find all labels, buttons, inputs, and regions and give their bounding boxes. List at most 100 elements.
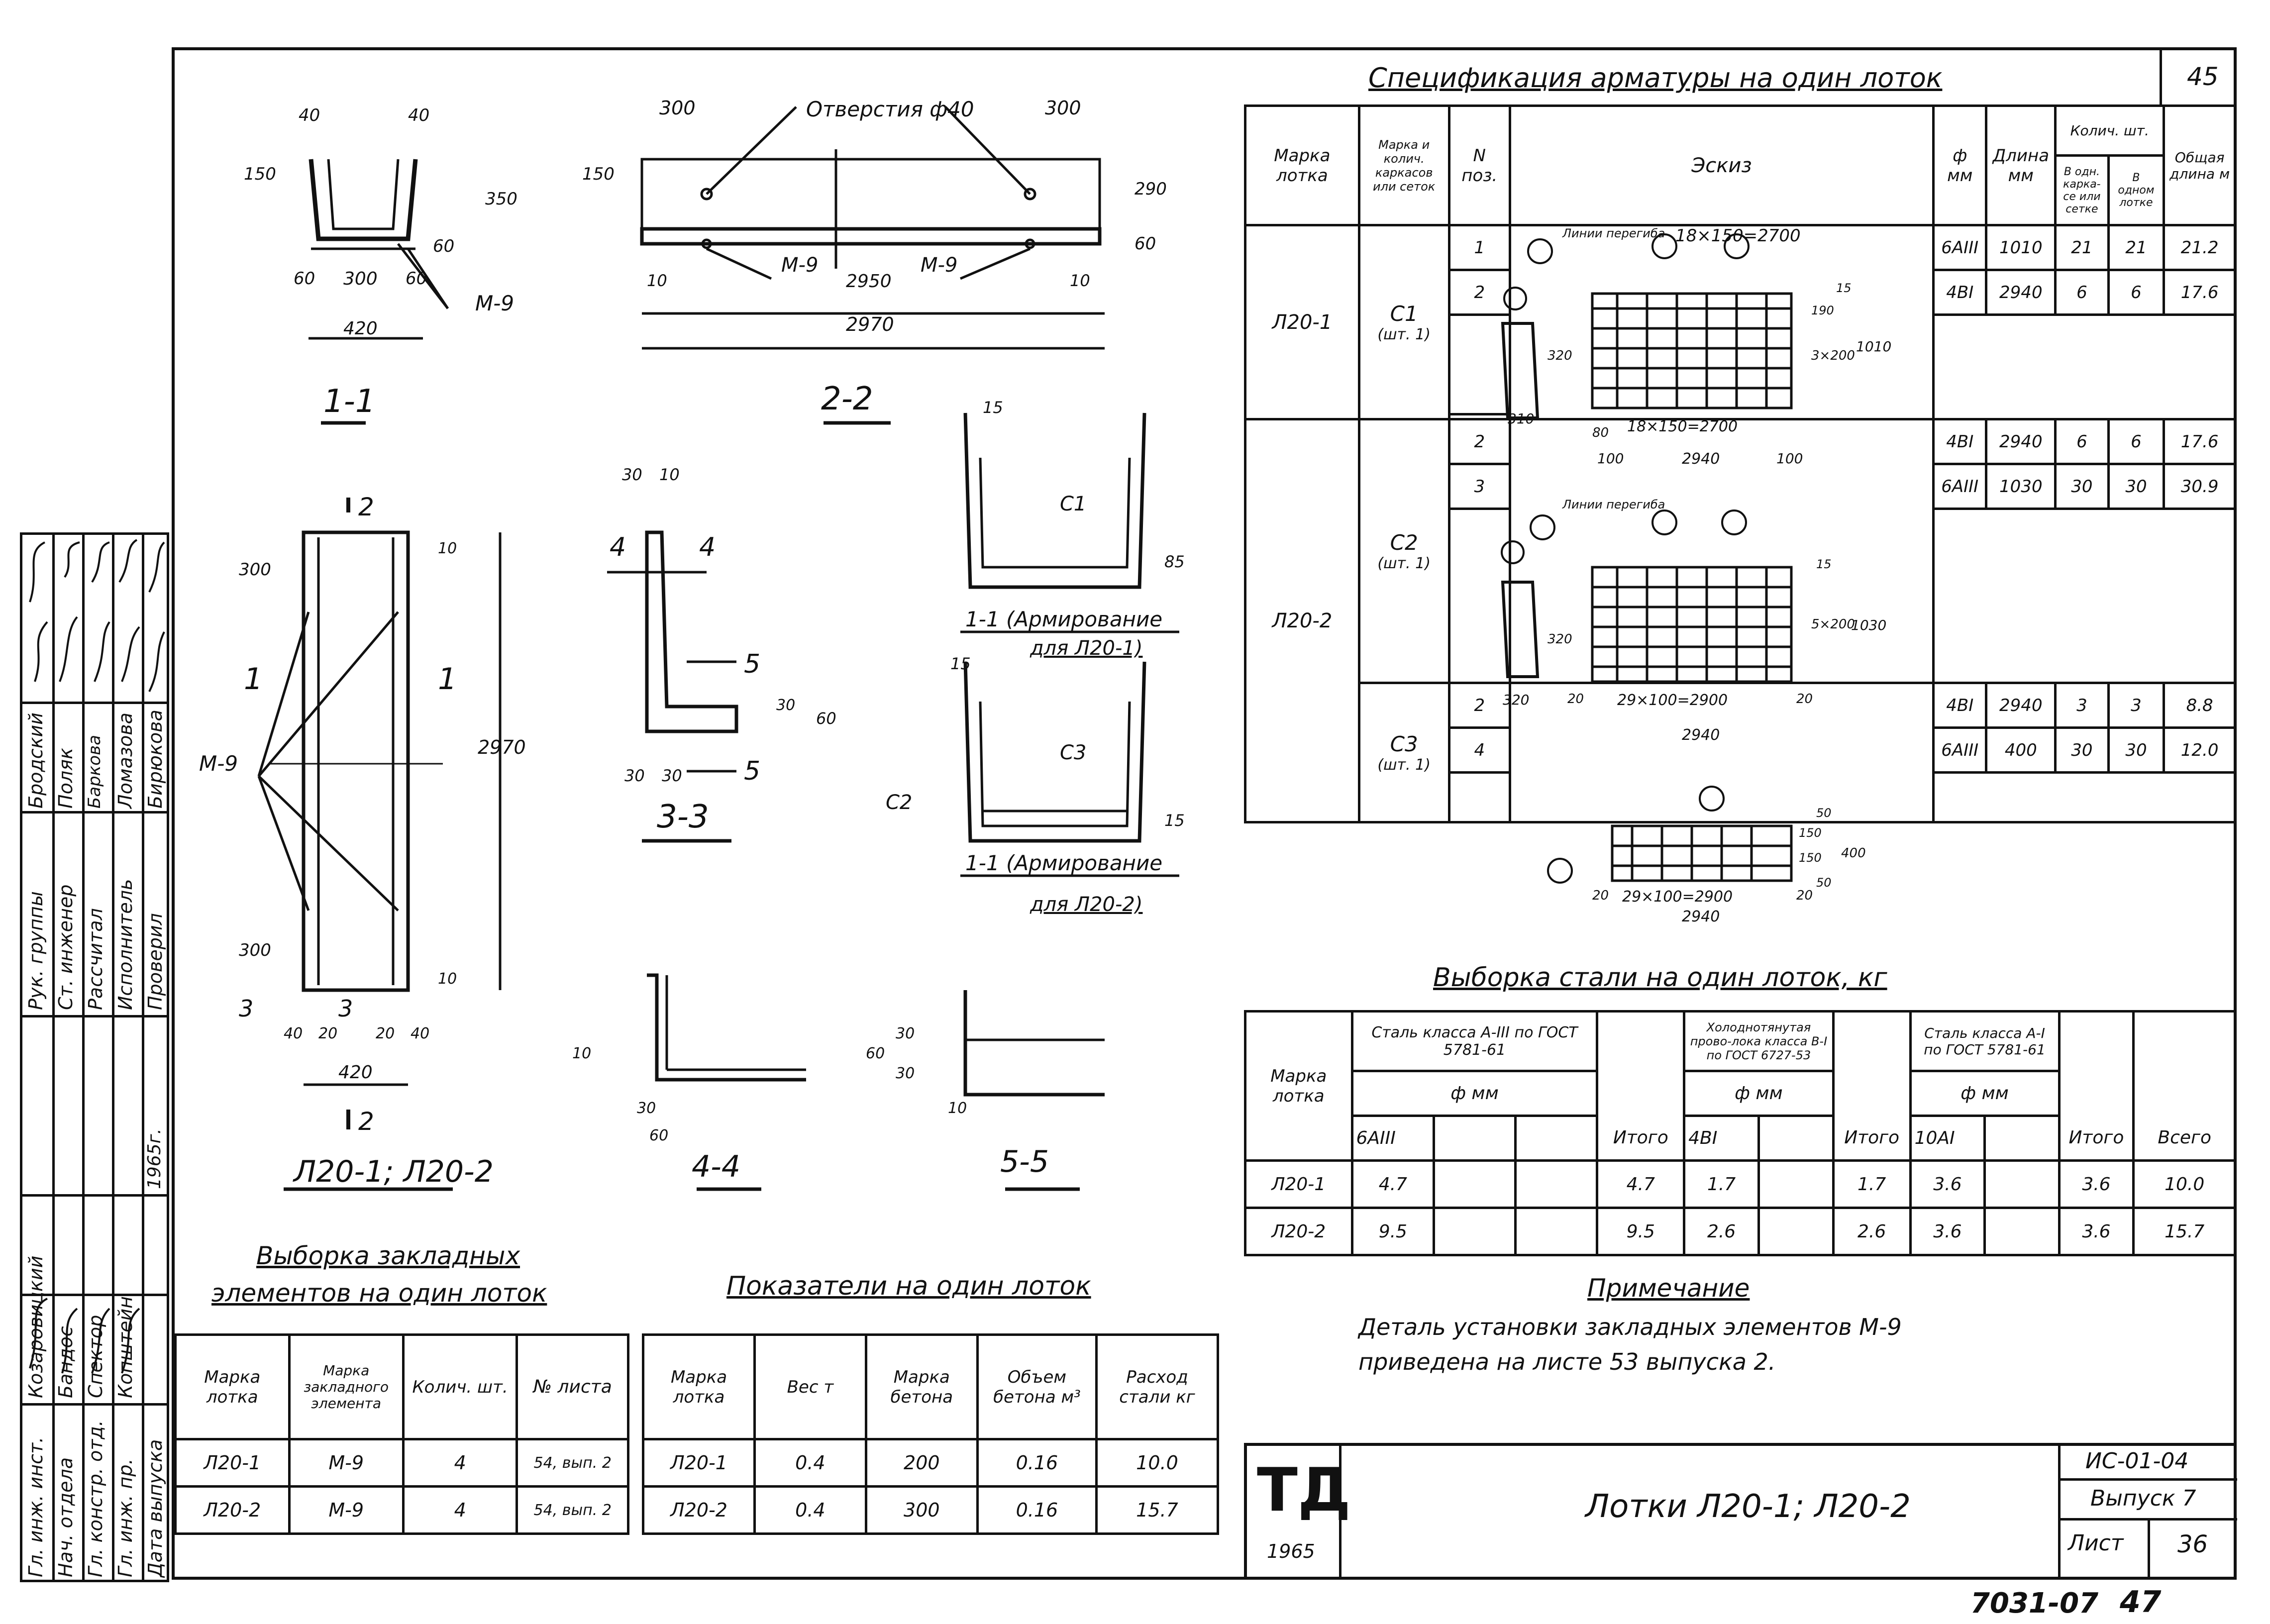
steel-header-cls3: Сталь класса А-I по ГОСТ 5781-61 [1909,1010,2061,1072]
spec-header-dia: ф мм [1932,104,1988,226]
spec-total: 21.2 [2163,224,2237,271]
spec-dia: 4BI [1932,418,1988,465]
steel-sub-dia: 6AIII [1350,1115,1436,1162]
sketch-dim: 100 [1597,450,1624,467]
arm-caption: 1-1 (Армирование [965,607,1163,631]
spec-header-total: Общая длина м [2163,104,2237,226]
section-title: 2-2 [821,381,873,417]
sketch-dim: 20 [1592,888,1609,903]
sketch-dim: 20 [1796,692,1813,707]
section-mark: 5 [744,756,761,786]
spec-q2: 6 [2107,418,2166,465]
sketch-dim: 320 [1503,692,1530,708]
indicators-cell: 300 [864,1485,979,1535]
spec-header-mark: Марка лотка [1244,104,1360,226]
spec-q2: 30 [2107,726,2166,774]
spec-total: 17.6 [2163,269,2237,316]
steel-value: 3.6 [1909,1159,1986,1209]
dim-label: 15 [950,654,971,673]
indicators-cell: 0.4 [753,1438,867,1488]
indicators-cell: 0.16 [976,1485,1098,1535]
spec-pos: 2 [1447,418,1511,465]
dim-label: 30 [662,766,682,785]
dim-label: 60 [816,709,836,728]
steel-header-dia: ф мм [1909,1070,2061,1117]
dim-label: 290 [1135,179,1167,199]
section-title: 4-4 [692,1149,740,1184]
spec-q1: 21 [2054,224,2110,271]
dim-label: 40 [411,1025,430,1042]
dim-label: 40 [299,105,320,125]
steel-value: 2.6 [1832,1207,1912,1256]
dim-label: 30 [637,1100,656,1117]
spec-header-qty-tray: В одном лотке [2107,154,2166,226]
archive-number: 7031-07 [1970,1587,2099,1620]
spec-total: 30.9 [2163,463,2237,510]
steel-value: 9.5 [1350,1207,1436,1256]
sketch-c1: 18×150=2700 [1508,224,1935,420]
note-title: Примечание [1587,1274,1750,1303]
section-mark: 4 [699,532,716,562]
logo-cell: ТД 1965 [1247,1446,1351,1577]
indicators-title: Показатели на один лоток [726,1271,1091,1301]
sketch-dim: 2940 [1682,908,1720,925]
steel-header-dia: ф мм [1350,1070,1599,1117]
dim-label: 40 [408,105,430,125]
dim-label: 420 [343,318,378,339]
steel-header-itogo: Итого [1832,1116,1912,1162]
table-row: Л20-2 М-9 4 54, вып. 2 [174,1485,629,1535]
steel-title: Выборка стали на один лоток, кг [1433,963,1887,993]
dim-label: 60 [406,269,427,289]
dim-label: 300 [659,97,696,119]
section-mark: 2 [358,493,374,521]
indicators-cell: 0.16 [976,1438,1098,1488]
steel-header-itogo: Итого [2058,1116,2135,1162]
spec-dia: 6AIII [1932,224,1988,271]
steel-header-cls2: Холоднотянутая прово-лока класса В-I по … [1683,1010,1835,1072]
steel-header-vsego: Всего [2132,1116,2237,1162]
sketch-dim: 15 [1836,281,1852,295]
steel-header-cls1: Сталь класса А-III по ГОСТ 5781-61 [1350,1010,1599,1072]
indicators-header: Марка лотка [641,1333,756,1440]
sketch-dim: 20 [1796,888,1813,903]
indicators-header: Марка бетона [864,1333,979,1440]
cage-label: С1 [1060,493,1087,515]
embedded-header: Марка закладного элемента [288,1333,405,1440]
sketch-dim: 20 [1567,692,1584,707]
indicators-cell: Л20-1 [641,1438,756,1488]
dim-label: 85 [1164,552,1185,571]
steel-value: 15.7 [2132,1207,2237,1256]
spec-length: 2940 [1985,418,2057,465]
sketch-dim: 50 [1816,806,1832,820]
archive-page: 47 [2120,1585,2162,1620]
sketch-dim: 18×150=2700 [1675,226,1801,246]
plan-title: Л20-1; Л20-2 [294,1154,494,1189]
indicators-header: Вес т [753,1333,867,1440]
spec-header-sketch: Эскиз [1508,104,1935,226]
sketch-dim: 400 [1841,846,1866,861]
embedded-cell: М-9 [288,1485,405,1535]
section-mark: 3 [338,995,353,1022]
spec-q1: 30 [2054,463,2110,510]
dim-label: 30 [624,766,645,785]
sketch-dim: 29×100=2900 [1617,692,1728,709]
dim-label: 30 [896,1025,915,1042]
steel-value: 2.6 [1683,1207,1760,1256]
dim-label: 20 [318,1025,338,1042]
dim-label: 10 [438,540,457,557]
steel-value: 4.7 [1596,1159,1686,1209]
arm-caption: 1-1 (Армирование [965,851,1163,875]
section-title: 5-5 [1000,1144,1049,1179]
spec-q2: 30 [2107,463,2166,510]
dim-label: 10 [647,271,667,290]
spec-header-length: Длина мм [1985,104,2057,226]
spec-header-qty-one: В одн. карка-се или сетке [2054,154,2110,226]
spec-pos: 2 [1447,269,1511,316]
sketch-dim: 18×150=2700 [1627,418,1738,435]
steel-value: 3.6 [1909,1207,1986,1256]
dim-label: 2950 [846,271,892,292]
sketch-dim: 2940 [1682,726,1720,744]
spec-q2: 3 [2107,682,2166,729]
side-stamp: Гл. инж. инст. Нач. отдела Гл. констр. о… [20,532,169,1582]
element-label: М-9 [475,291,515,315]
